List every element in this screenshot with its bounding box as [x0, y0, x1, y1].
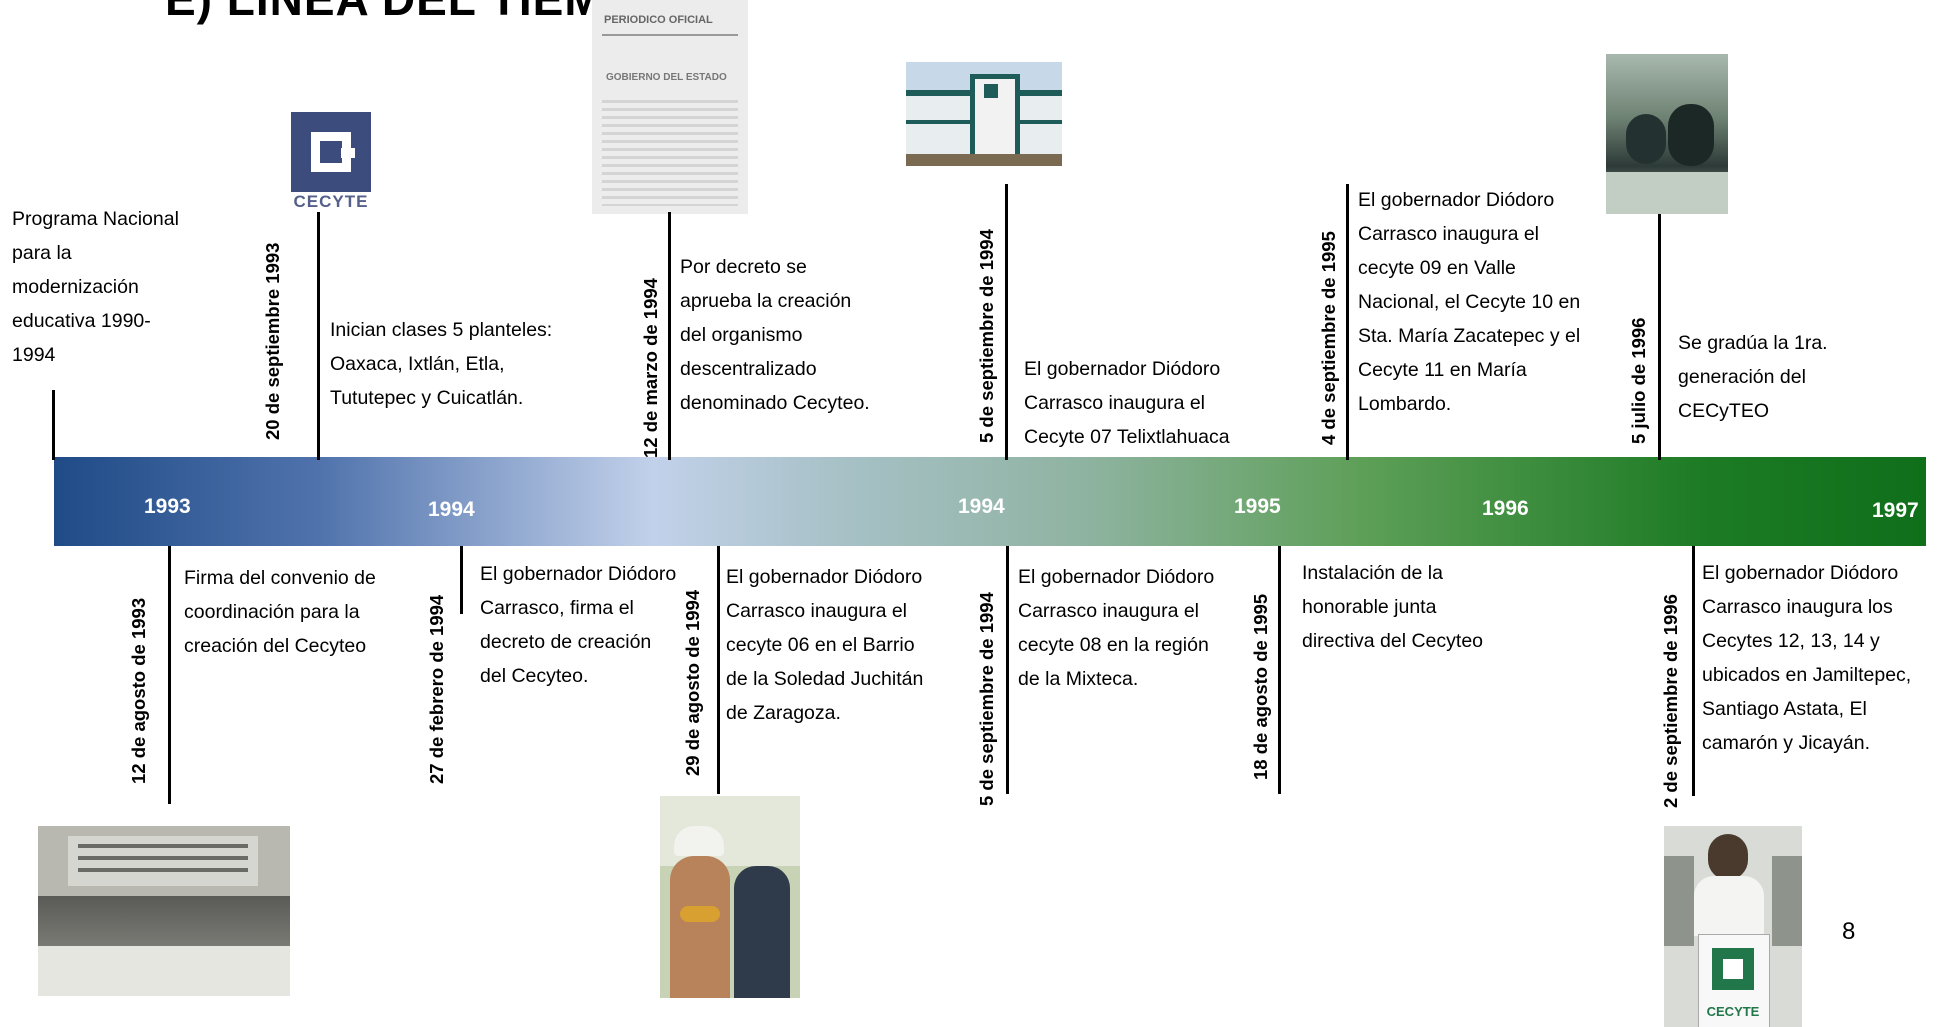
event-date: 5 de septiembre de 1994: [976, 592, 997, 806]
timeline-connector: [668, 212, 671, 460]
year-label: 1997: [1872, 499, 1919, 522]
event-text: Instalación de la honorable junta direct…: [1302, 562, 1484, 652]
timeline-connector: [52, 390, 55, 460]
timeline-connector: [168, 546, 171, 804]
graduation-photo: [1606, 54, 1728, 214]
cecyte-logo: CECYTE: [289, 112, 373, 212]
signing-meeting-photo: [38, 826, 290, 996]
event-date: 20 de septiembre 1993: [262, 242, 283, 440]
event-date: 12 de marzo de 1994: [640, 278, 661, 458]
timeline-bar: [54, 457, 1926, 546]
event-text: Firma del convenio de coordinación para …: [184, 567, 376, 657]
event-text: El gobernador Diódoro Carrasco inaugura …: [1358, 189, 1581, 415]
event-date: 4 de septiembre de 1995: [1318, 231, 1339, 445]
governor-speech-photo: CECYTE: [1664, 826, 1802, 1027]
cecyte-logo-text: CECYTE: [293, 192, 369, 211]
event-date: 2 de septiembre de 1996: [1660, 594, 1681, 808]
timeline-connector: [717, 546, 720, 794]
year-label: 1994: [958, 495, 1005, 518]
year-label: 1993: [144, 495, 191, 518]
year-label: 1996: [1482, 497, 1529, 520]
building-photo: [906, 62, 1062, 166]
timeline-connector: [460, 546, 463, 614]
timeline-connector: [1346, 184, 1349, 460]
year-label: 1994: [428, 498, 475, 521]
event-text: Se gradúa la 1ra. generación del CECyTEO: [1678, 332, 1828, 422]
event-date: 18 de agosto de 1995: [1250, 593, 1271, 780]
timeline-connector: [1005, 184, 1008, 460]
governor-visit-photo: [660, 796, 800, 998]
intro-text: Programa Nacional para la modernización …: [12, 208, 179, 366]
year-label: 1995: [1234, 495, 1281, 518]
timeline-connector: [1006, 546, 1009, 794]
event-date: 5 julio de 1996: [1628, 317, 1649, 444]
event-text: El gobernador Diódoro Carrasco inaugura …: [1702, 562, 1912, 754]
event-text: El gobernador Diódoro Carrasco inaugura …: [726, 566, 924, 724]
event-date: 12 de agosto de 1993: [128, 597, 149, 784]
event-text: El gobernador Diódoro Carrasco inaugura …: [1018, 566, 1215, 690]
timeline-connector: [317, 212, 320, 460]
official-gazette-photo: PERIODICO OFICIAL GOBIERNO DEL ESTADO: [592, 0, 748, 214]
page-number: 8: [1842, 918, 1856, 945]
event-date: 5 de septiembre de 1994: [976, 229, 997, 443]
timeline-connector: [1278, 546, 1281, 794]
timeline-connector: [1658, 214, 1661, 460]
event-date: 27 de febrero de 1994: [426, 594, 447, 784]
event-date: 29 de agosto de 1994: [682, 589, 703, 776]
event-text: Inician clases 5 planteles: Oaxaca, Ixtl…: [330, 319, 553, 409]
event-text: Por decreto se aprueba la creación del o…: [680, 256, 870, 414]
event-text: El gobernador Diódoro Carrasco, firma el…: [480, 563, 677, 687]
event-text: El gobernador Diódoro Carrasco inaugura …: [1024, 358, 1230, 448]
page-heading: E) LINEA DEL TIEMPO: [165, 0, 672, 26]
timeline-connector: [1692, 546, 1695, 796]
